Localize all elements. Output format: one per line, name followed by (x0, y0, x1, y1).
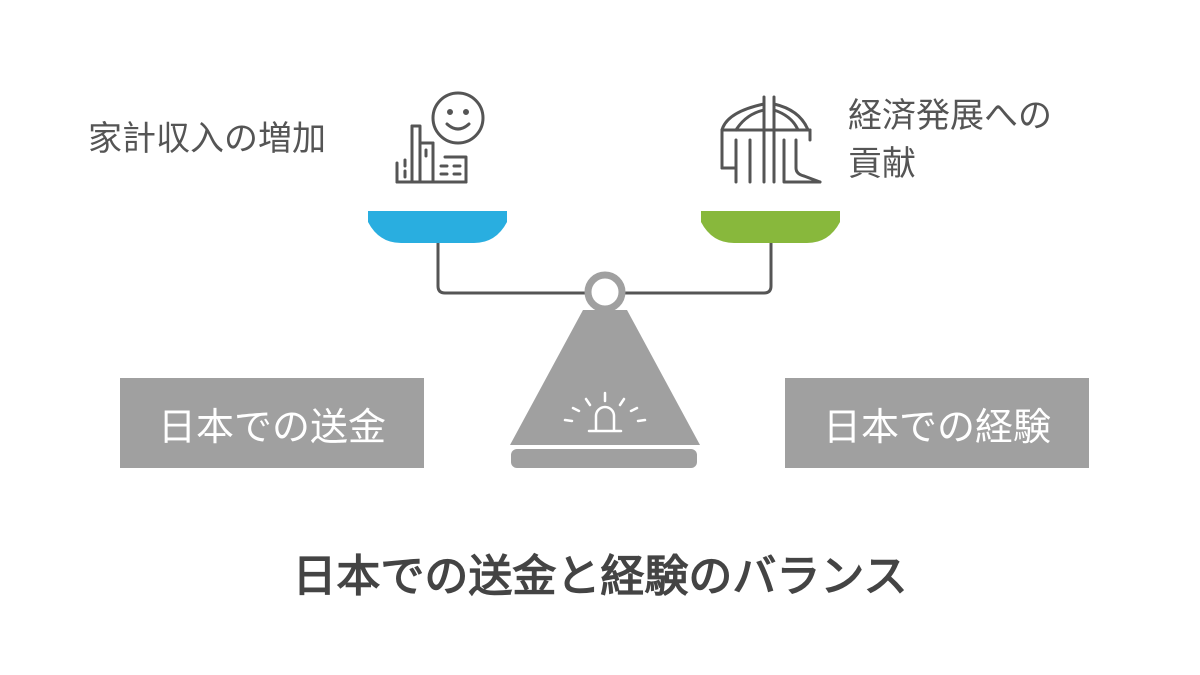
right-pan (701, 211, 840, 243)
household-happy-face-icon (395, 91, 485, 184)
pivot-circle (584, 271, 626, 313)
scale-beam (436, 241, 773, 295)
experience-box: 日本での経験 (785, 378, 1089, 468)
scale-base (510, 310, 700, 468)
bridge-icon (720, 95, 822, 184)
economic-development-label-line1: 経済発展への (848, 96, 1052, 136)
remittance-box: 日本での送金 (120, 378, 424, 468)
remittance-box-label: 日本での送金 (157, 404, 386, 449)
economic-development-label-line2: 貢献 (848, 144, 916, 184)
warning-light-icon (563, 391, 647, 433)
experience-box-label: 日本での経験 (822, 404, 1051, 449)
diagram-title: 日本での送金と経験のバランス (292, 551, 908, 602)
left-pan (368, 211, 507, 243)
economic-development-label: 経済発展への 貢献 (848, 92, 1052, 188)
household-income-label: 家計収入の増加 (88, 119, 326, 159)
